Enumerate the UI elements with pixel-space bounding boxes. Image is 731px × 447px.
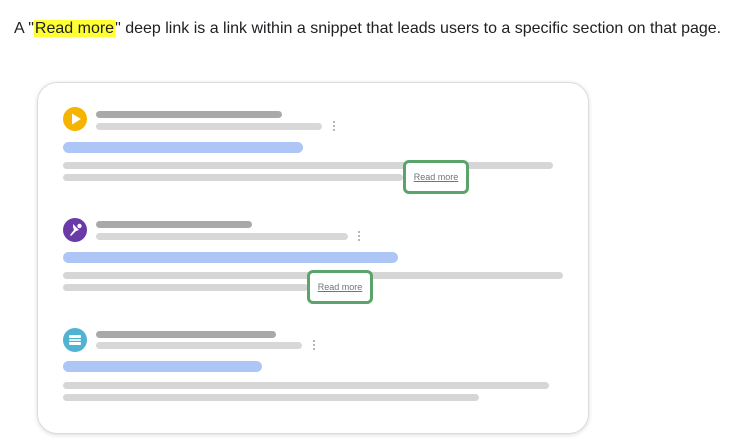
site-name-placeholder [96,111,282,118]
read-more-link-highlight[interactable]: Read more [307,270,373,304]
site-name-placeholder [96,331,276,338]
play-icon [63,107,87,131]
url-placeholder [96,123,322,130]
read-more-link-highlight[interactable]: Read more [403,160,469,194]
result-title-link[interactable] [63,361,262,372]
more-options-icon[interactable] [313,340,316,351]
read-more-link[interactable]: Read more [317,282,363,292]
caption-prefix: A " [14,20,34,37]
site-name-placeholder [96,221,252,228]
url-placeholder [96,342,302,349]
read-more-link[interactable]: Read more [413,172,459,182]
snippet-line [63,284,308,291]
caption-suffix: " deep link is a link within a snippet t… [115,20,722,37]
result-title-link[interactable] [63,142,303,153]
snippet-line [63,174,403,181]
pin-icon [63,218,87,242]
more-options-icon[interactable] [333,121,336,132]
snippet-line [63,382,549,389]
snippet-line [63,394,479,401]
snippet-line [63,162,553,169]
list-icon [63,328,87,352]
result-title-link[interactable] [63,252,398,263]
url-placeholder [96,233,348,240]
more-options-icon[interactable] [358,231,361,242]
caption-highlight: Read more [33,20,116,37]
search-results-card: Read more Read more [37,82,589,434]
caption: A "Read more" deep link is a link within… [14,18,721,40]
